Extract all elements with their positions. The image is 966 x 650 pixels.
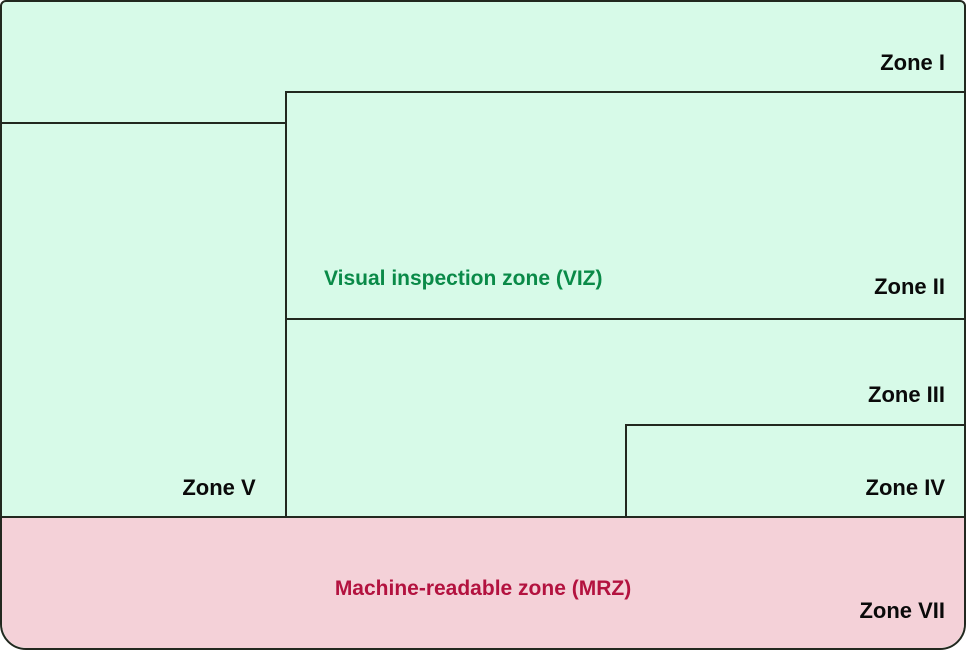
zone2-label: Zone II bbox=[874, 274, 945, 299]
machine-readable-zone-title: Machine-readable zone (MRZ) bbox=[334, 577, 632, 600]
visual-inspection-zone-title: Visual inspection zone (VIZ) bbox=[324, 267, 603, 290]
zone4-left-boundary bbox=[625, 424, 627, 518]
zone3-label: Zone III bbox=[868, 382, 945, 407]
machine-readable-zone-region bbox=[2, 516, 964, 648]
zone4-label: Zone IV bbox=[865, 475, 945, 500]
zone5-right-boundary bbox=[285, 91, 287, 518]
zone4-top-boundary bbox=[627, 424, 964, 426]
zone2-bottom-boundary bbox=[287, 318, 964, 320]
zone1-bottom-boundary-left bbox=[2, 122, 287, 124]
zone1-label: Zone I bbox=[880, 50, 945, 75]
zone5-label: Zone V bbox=[182, 475, 256, 500]
zone7-label: Zone VII bbox=[859, 598, 945, 623]
zone1-bottom-boundary-right bbox=[287, 91, 964, 93]
